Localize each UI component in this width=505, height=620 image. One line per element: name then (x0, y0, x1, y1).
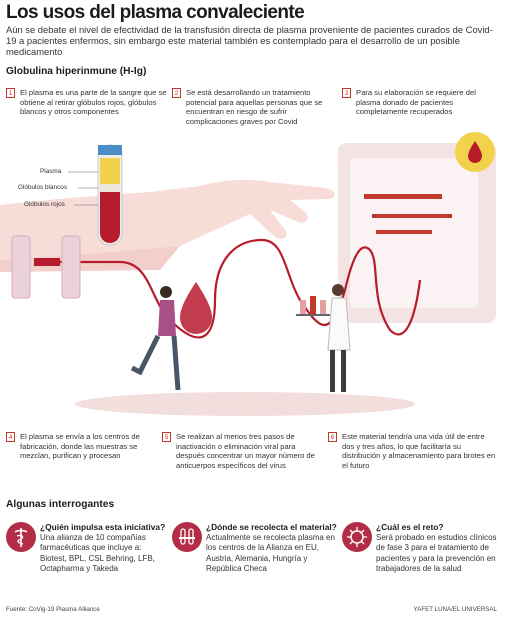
step-2: 2 Se está desarrollando un tratamiento p… (172, 88, 337, 126)
question-body: Actualmente se recolecta plasma en los c… (206, 533, 335, 574)
footer-credit: YAFET LUNA/EL UNIVERSAL (413, 606, 497, 613)
lab-flasks-icon (296, 296, 330, 316)
iv-bag-icon (338, 132, 496, 323)
step-number: 1 (6, 88, 15, 98)
blood-drop-icon (180, 282, 212, 334)
iv-connector-icon (11, 235, 81, 299)
step-text: Este material tendría una vida útil de e… (342, 432, 496, 470)
person-scientist-icon (327, 284, 351, 392)
step-number: 6 (328, 432, 337, 442)
floor-shadow (75, 392, 415, 416)
step-text: Para su elaboración se requiere del plas… (356, 88, 476, 117)
question-title: ¿Cuál es el reto? (376, 522, 444, 532)
section-title-main: Globulina hiperinmune (H-Ig) (6, 66, 147, 77)
test-tubes-icon (172, 522, 202, 552)
step-4: 4 El plasma se envía a los centros de fa… (6, 432, 158, 461)
label-plasma: Plasma (40, 168, 62, 175)
step-6: 6 Este material tendría una vida útil de… (328, 432, 498, 470)
label-white-cells: Glóbulos blancos (18, 184, 68, 191)
section-title-questions: Algunas interrogantes (6, 499, 115, 510)
person-donor-icon (130, 282, 212, 391)
plasma-illustration (0, 132, 496, 416)
step-number: 2 (172, 88, 181, 98)
question-body: Una alianza de 10 compañías farmacéutica… (40, 533, 155, 574)
question-title: ¿Quién impulsa esta iniciativa? (40, 522, 166, 532)
step-text: El plasma se envía a los centros de fabr… (20, 432, 140, 461)
question-body: Será probado en estudios clínicos de fas… (376, 533, 497, 574)
page-title: Los usos del plasma convaleciente (6, 2, 305, 23)
step-number: 4 (6, 432, 15, 442)
step-text: El plasma es una parte de la sangre que … (20, 88, 167, 117)
test-tube-icon (97, 144, 123, 246)
blood-line (40, 238, 301, 339)
step-1: 1 El plasma es una parte de la sangre qu… (6, 88, 168, 117)
step-text: Se realizan al menos tres pasos de inact… (176, 432, 315, 470)
question-title: ¿Dónde se recolecta el material? (206, 522, 337, 532)
footer-source: Fuente: CoVig-19 Plasma Alliance (6, 606, 100, 613)
step-3: 3 Para su elaboración se requiere del pl… (342, 88, 500, 117)
step-number: 3 (342, 88, 351, 98)
step-5: 5 Se realizan al menos tres pasos de ina… (162, 432, 322, 470)
label-red-cells: Glóbulos rojos (24, 201, 65, 208)
step-number: 5 (162, 432, 171, 442)
page-subtitle: Aún se debate el nivel de efectividad de… (6, 24, 493, 57)
caduceus-icon (6, 522, 36, 552)
virus-icon (342, 522, 372, 552)
step-text: Se está desarrollando un tratamiento pot… (186, 88, 323, 126)
